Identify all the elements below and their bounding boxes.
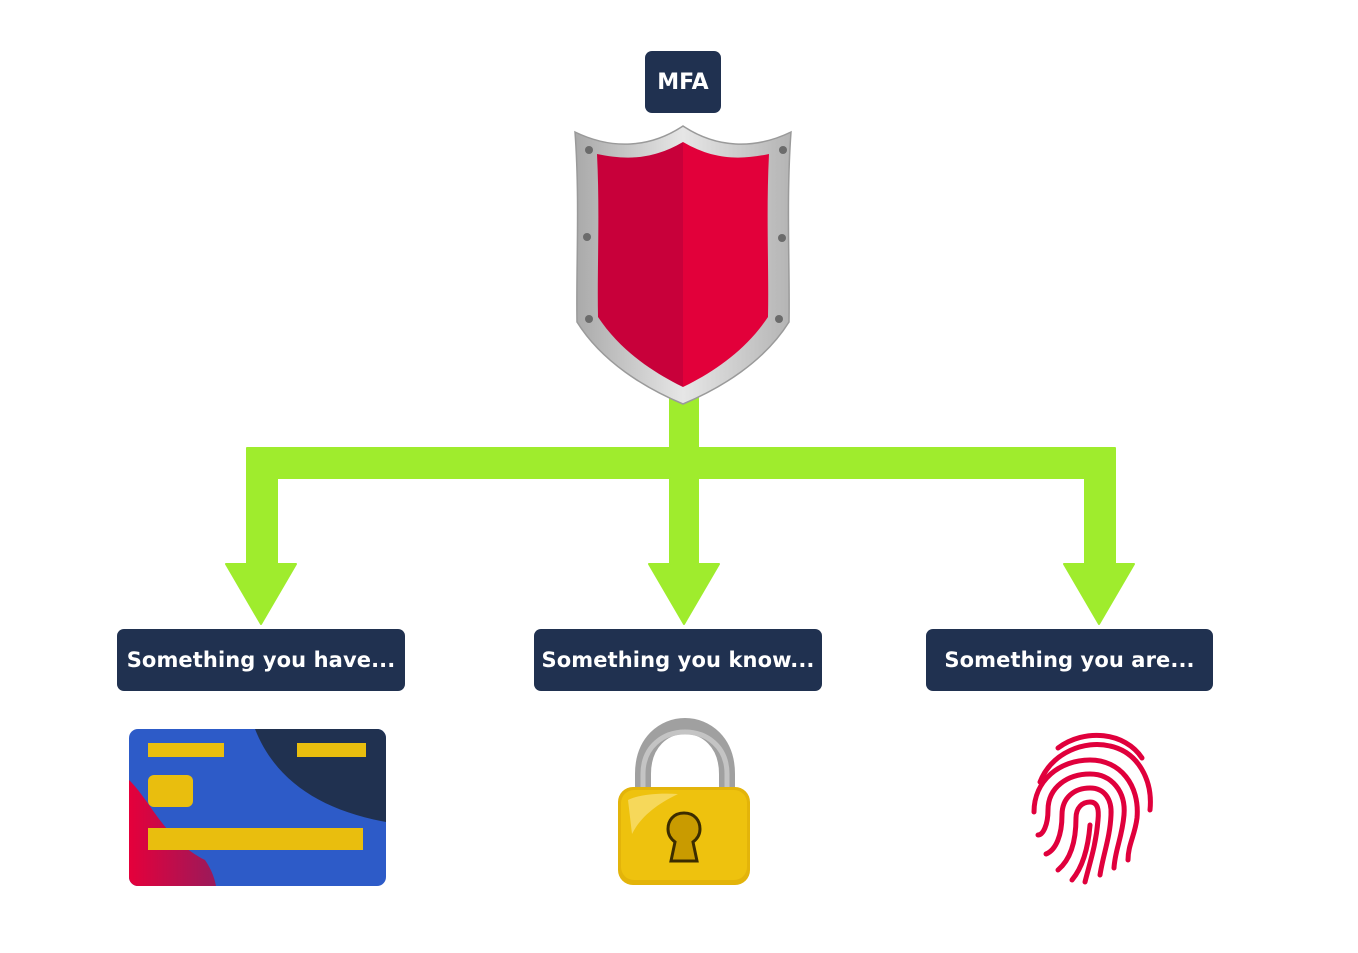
shield-rivet xyxy=(778,234,786,242)
shield-rivet xyxy=(585,315,593,323)
factor-label-are: Something you are... xyxy=(926,629,1213,691)
card-stripe-top-left xyxy=(148,743,224,757)
root-label-mfa: MFA xyxy=(645,51,721,113)
fingerprint-ridge xyxy=(1035,771,1127,871)
fingerprint-ridge xyxy=(1069,822,1093,883)
keyhole-icon xyxy=(666,811,702,863)
shield-rivet xyxy=(583,233,591,241)
card-number-stripe xyxy=(148,828,363,850)
fingerprint-ridge xyxy=(1031,757,1140,863)
factor-label-have: Something you have... xyxy=(117,629,405,691)
fingerprint-ridge xyxy=(1043,785,1114,878)
fingerprint-ridge xyxy=(1037,742,1153,813)
card-chip xyxy=(148,775,193,807)
factor-label-know: Something you know... xyxy=(534,629,822,691)
fingerprint-ridge xyxy=(1055,732,1145,761)
padlock-shackle-highlight xyxy=(640,729,730,790)
shield-rivet xyxy=(775,315,783,323)
card-red-swoosh xyxy=(129,780,216,886)
connector-trunk xyxy=(225,395,1135,625)
fingerprint-ridge xyxy=(1055,799,1101,885)
shield-rivet xyxy=(585,146,593,154)
card-stripe-top-right xyxy=(297,743,366,757)
shield-face-right xyxy=(683,142,769,387)
shield-face-left xyxy=(597,142,683,387)
padlock-glare xyxy=(628,793,678,834)
shield-rivet xyxy=(779,146,787,154)
